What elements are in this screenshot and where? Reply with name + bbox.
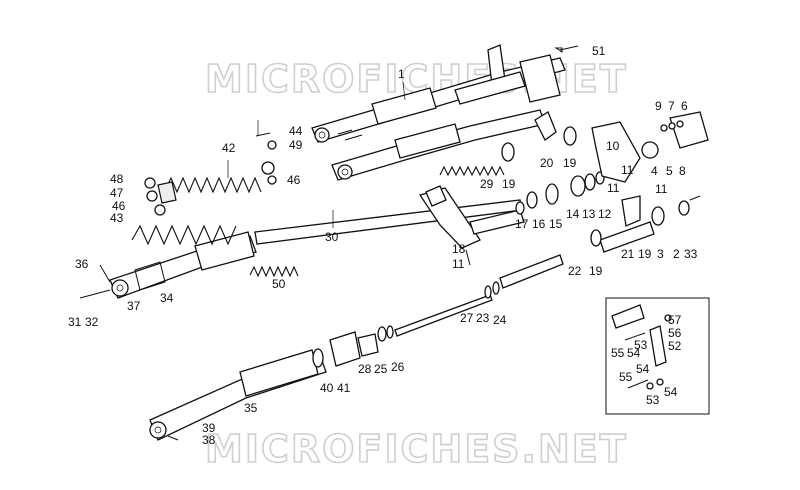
label-55a: 55 [611, 346, 625, 360]
label-11d: 11 [452, 257, 465, 271]
inset-parts [611, 304, 672, 390]
label-22: 22 [568, 264, 582, 278]
label-19a: 19 [563, 156, 577, 170]
label-28: 28 [358, 362, 372, 376]
label-39: 39 [202, 421, 216, 435]
label-27: 27 [460, 311, 474, 325]
label-26: 26 [391, 360, 405, 374]
label-5: 5 [666, 164, 673, 178]
label-8: 8 [679, 164, 686, 178]
label-13: 13 [582, 207, 596, 221]
bracket-18 [418, 185, 525, 266]
label-1: 1 [398, 67, 405, 81]
label-33: 33 [684, 247, 698, 261]
label-42: 42 [222, 141, 236, 155]
label-19d: 19 [589, 264, 603, 278]
label-32: 32 [85, 315, 99, 329]
label-53a: 53 [634, 338, 648, 352]
label-19c: 19 [638, 247, 652, 261]
fork-leg-middle [331, 109, 577, 181]
label-12: 12 [598, 207, 612, 221]
label-47: 47 [110, 186, 124, 200]
label-46a: 46 [112, 199, 126, 213]
label-6: 6 [681, 99, 688, 113]
label-16: 16 [532, 217, 546, 231]
leader-lines [227, 81, 406, 228]
label-35: 35 [244, 401, 258, 415]
fork-assembly-upper [311, 44, 566, 143]
spring-50 [249, 265, 299, 278]
label-4: 4 [651, 164, 658, 178]
label-18: 18 [452, 242, 466, 256]
label-11a: 11 [621, 163, 634, 177]
spring-29 [439, 165, 505, 177]
label-50: 50 [272, 277, 286, 291]
label-10: 10 [606, 139, 620, 153]
label-15: 15 [549, 217, 563, 231]
label-44: 44 [289, 124, 303, 138]
slider-35 [149, 349, 327, 441]
label-3: 3 [657, 247, 664, 261]
label-21: 21 [621, 247, 635, 261]
label-54b: 54 [636, 362, 650, 376]
label-53b: 53 [646, 393, 660, 407]
label-40: 40 [320, 381, 334, 395]
label-54c: 54 [664, 385, 678, 399]
label-56: 56 [668, 326, 682, 340]
label-29: 29 [480, 177, 494, 191]
lower-leg-34 [109, 231, 257, 299]
stem-21 [590, 195, 690, 253]
label-54a: 54 [627, 346, 641, 360]
watermark-bottom: MICROFICHES.NET [205, 427, 628, 471]
bolts [79, 45, 701, 441]
label-25: 25 [374, 362, 388, 376]
rod-27 [394, 294, 493, 337]
label-41: 41 [337, 381, 351, 395]
label-51: 51 [592, 44, 606, 58]
part-labels: 1 51 9 7 6 10 4 5 8 11 11 11 20 19 29 19… [68, 44, 698, 447]
label-43: 43 [110, 211, 124, 225]
label-31: 31 [68, 315, 82, 329]
label-11b: 11 [607, 181, 620, 195]
cartridge-22 [499, 254, 564, 289]
label-11c: 11 [655, 182, 668, 196]
label-38: 38 [202, 433, 216, 447]
label-24: 24 [493, 313, 507, 327]
label-55b: 55 [619, 370, 633, 384]
label-20: 20 [540, 156, 554, 170]
label-52: 52 [668, 339, 682, 353]
label-36: 36 [75, 257, 89, 271]
triple-clamp [591, 111, 709, 183]
label-30: 30 [325, 230, 339, 244]
label-14: 14 [566, 207, 580, 221]
label-57: 57 [668, 313, 682, 327]
label-46b: 46 [287, 173, 301, 187]
seal-parts [312, 325, 394, 368]
shock-absorber [131, 161, 275, 246]
bearing-stack [515, 171, 605, 215]
label-23: 23 [476, 311, 490, 325]
label-17: 17 [515, 217, 529, 231]
label-2: 2 [673, 247, 680, 261]
label-48: 48 [110, 172, 124, 186]
label-34: 34 [160, 291, 174, 305]
label-19b: 19 [502, 177, 516, 191]
label-37: 37 [127, 299, 141, 313]
label-49: 49 [289, 138, 303, 152]
label-9: 9 [655, 99, 662, 113]
label-7: 7 [668, 99, 675, 113]
